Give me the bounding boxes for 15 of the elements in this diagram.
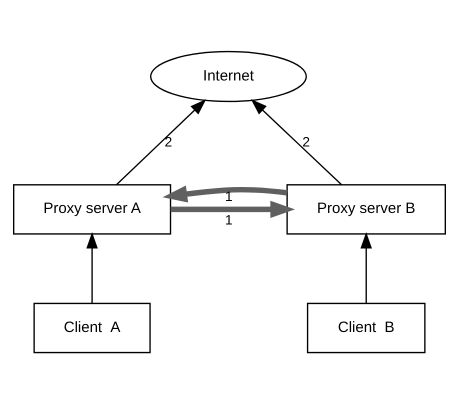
arrow bbox=[360, 232, 372, 303]
edge-label: 2 bbox=[164, 134, 172, 150]
arrow bbox=[250, 98, 342, 185]
node-ellipse: Internet bbox=[150, 50, 307, 102]
arrow bbox=[162, 184, 288, 202]
arrow bbox=[86, 232, 98, 303]
arrow bbox=[170, 200, 295, 218]
node-box: Client A bbox=[33, 302, 151, 353]
edge-label: 1 bbox=[225, 212, 233, 227]
node-box: Proxy server B bbox=[286, 184, 446, 234]
arrow bbox=[116, 98, 206, 185]
node-box: Proxy server A bbox=[13, 184, 172, 234]
node-box: Client B bbox=[306, 302, 426, 353]
edge-label: 2 bbox=[302, 134, 310, 150]
edge-label: 1 bbox=[225, 188, 233, 204]
